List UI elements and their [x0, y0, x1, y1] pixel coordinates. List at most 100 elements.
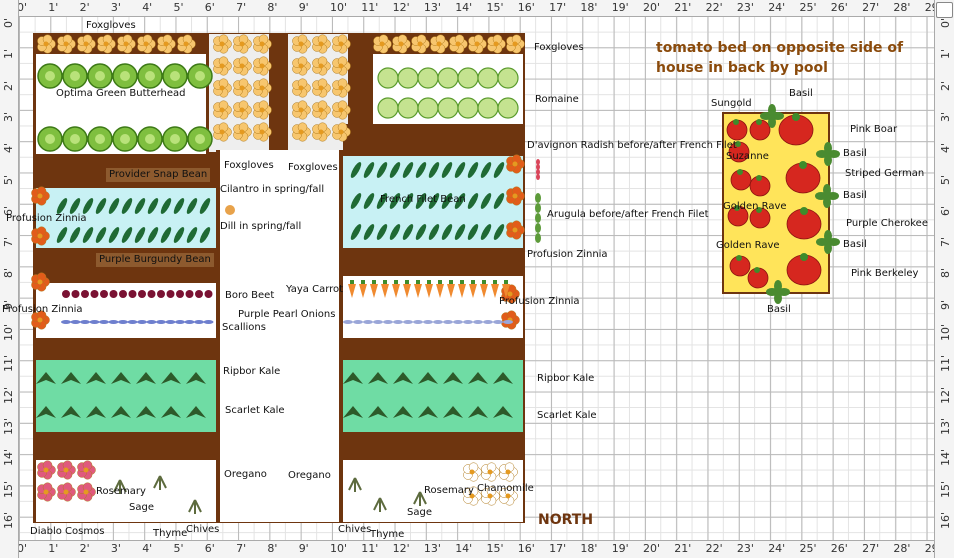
radish [536, 169, 540, 175]
soil-divider [339, 150, 343, 522]
snap-bean-leaf [82, 198, 94, 214]
filet-bean-leaf [415, 193, 427, 209]
filet-bean-leaf [415, 224, 427, 240]
kale-leaf [418, 406, 438, 418]
carrot [447, 284, 455, 298]
foxglove-flower [338, 107, 344, 113]
basil-leaf [768, 104, 776, 116]
kale-bed-right[interactable] [343, 360, 523, 432]
label-purple-cherokee: Purple Cherokee [846, 218, 928, 229]
lettuce-heart [195, 134, 205, 144]
ruler-tick-label: 10' [330, 542, 348, 555]
filet-bean-leaf [350, 193, 362, 209]
snap-bean-leaf [134, 198, 146, 214]
foxglove-flower [239, 63, 245, 69]
snap-bean-leaf [199, 227, 211, 243]
label-pink-berkeley: Pink Berkeley [851, 268, 919, 279]
foxglove-flower [436, 41, 442, 47]
filet-bean-leaf [428, 162, 440, 178]
herb-sprig [413, 491, 427, 506]
snap-bean-leaf [95, 198, 107, 214]
ruler-tick-label: 26' [830, 1, 848, 14]
label-scarlet-kale: Scarlet Kale [537, 410, 597, 421]
ruler-tick-label: 2' [79, 542, 90, 555]
basil-leaf [768, 116, 776, 128]
tomato-stem [756, 207, 762, 213]
filet-bean-leaf [480, 224, 492, 240]
ruler-tick-label: 3' [110, 1, 121, 14]
snap-bean-leaf [82, 227, 94, 243]
basil-leaf [774, 292, 782, 304]
filet-bean-leaf [467, 193, 479, 209]
carrot-top [350, 280, 354, 284]
chamomile-flower [487, 493, 493, 499]
carrot [403, 284, 411, 298]
snap-bean-leaf [56, 198, 68, 214]
snap-bean-leaf [147, 198, 159, 214]
onion [383, 320, 393, 324]
foxglove-flower [298, 63, 304, 69]
beet [147, 290, 156, 298]
ruler-tick-label: 19' [611, 1, 629, 14]
ruler-tick-label: 23' [736, 1, 754, 14]
ruler-corner-button[interactable] [936, 2, 953, 18]
kale-leaf [493, 372, 513, 384]
snap-bean-leaf [186, 198, 198, 214]
label-sungold: Sungold [711, 98, 752, 109]
basil-leaf [760, 112, 772, 120]
foxglove-flower [239, 107, 245, 113]
carrot [370, 284, 378, 298]
snap-bean-leaf [121, 198, 133, 214]
radish [536, 159, 540, 165]
foxglove-flower [338, 85, 344, 91]
kale-bed-left[interactable] [36, 360, 216, 432]
ruler-tick-label: 26' [830, 542, 848, 555]
label-arugula: Arugula before/after French Filet [547, 209, 709, 220]
filet-bean-leaf [389, 162, 401, 178]
label-rosemary: Rosemary [424, 485, 474, 496]
scallion [89, 320, 100, 324]
label-profusion-zinnia: Profusion Zinnia [499, 296, 580, 307]
kale-leaf [343, 406, 363, 418]
lettuce-heart [195, 71, 205, 81]
foxglove-flower [259, 129, 265, 135]
bottom-ruler: 0'1'2'3'4'5'6'7'8'9'10'11'12'13'14'15'16… [0, 540, 954, 558]
snap-bean-leaf [147, 227, 159, 243]
ruler-tick-label: 15' [486, 1, 504, 14]
cosmos-flower [83, 467, 89, 473]
onion [423, 320, 433, 324]
scallion [156, 320, 166, 324]
ruler-tick-label: 22' [705, 542, 723, 555]
beet [62, 290, 70, 298]
foxglove-flower [259, 107, 265, 113]
foxglove-flower [143, 41, 149, 47]
foxglove-flower [163, 41, 169, 47]
arugula-leaf [535, 223, 541, 233]
label-chives: Chives [338, 524, 372, 535]
filet-bean-leaf [467, 162, 479, 178]
carrot [392, 284, 400, 298]
snap-bean-leaf [173, 227, 185, 243]
kale-leaf [111, 406, 131, 418]
filet-bean-leaf [376, 193, 388, 209]
foxglove-flower [318, 129, 324, 135]
kale-leaf [443, 372, 463, 384]
label-ripbor-kale: Ripbor Kale [537, 373, 595, 384]
carrot [502, 284, 510, 298]
foxglove-flower [318, 63, 324, 69]
kale-leaf [161, 406, 181, 418]
beet [166, 290, 175, 298]
scallion [118, 320, 128, 324]
tomato-stem [756, 119, 762, 125]
north-label: NORTH [538, 512, 594, 528]
onion [463, 320, 473, 324]
kale-leaf [468, 372, 488, 384]
label-basil: Basil [843, 239, 867, 250]
zinnia-flower [37, 279, 43, 285]
snap-bean-leaf [160, 198, 172, 214]
kale-leaf [36, 406, 56, 418]
ruler-tick-label: 23' [736, 542, 754, 555]
kale-leaf [343, 372, 363, 384]
